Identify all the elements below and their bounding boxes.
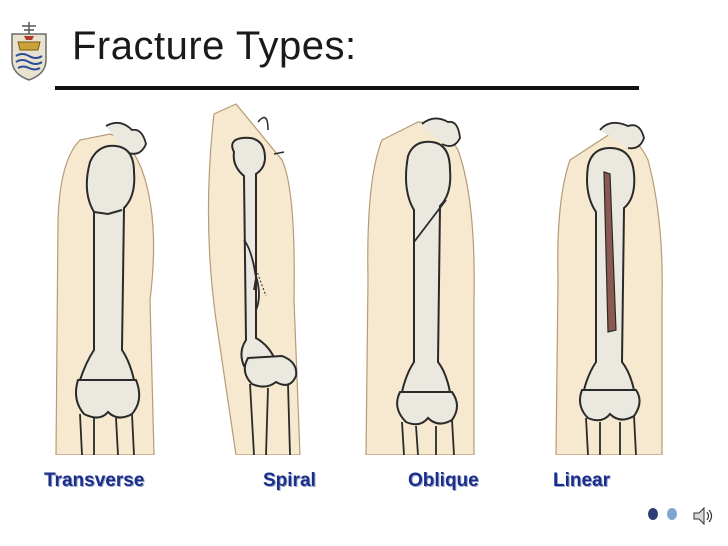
label-linear: Linear [553, 470, 611, 491]
label-oblique: Oblique [408, 470, 479, 491]
nav-next-dot-icon[interactable] [667, 508, 677, 520]
linear-fracture-illustration [555, 121, 663, 455]
nav-prev-dot-icon[interactable] [648, 508, 658, 520]
oblique-fracture-illustration [365, 117, 475, 455]
label-transverse: Transverse [44, 470, 145, 491]
spiral-fracture-illustration [207, 103, 301, 455]
university-crest-icon [11, 22, 47, 81]
title-divider [55, 86, 639, 90]
speaker-icon[interactable] [692, 506, 714, 526]
transverse-fracture-illustration [55, 121, 155, 455]
slide-title: Fracture Types: [72, 24, 357, 68]
label-spiral: Spiral [263, 470, 316, 491]
